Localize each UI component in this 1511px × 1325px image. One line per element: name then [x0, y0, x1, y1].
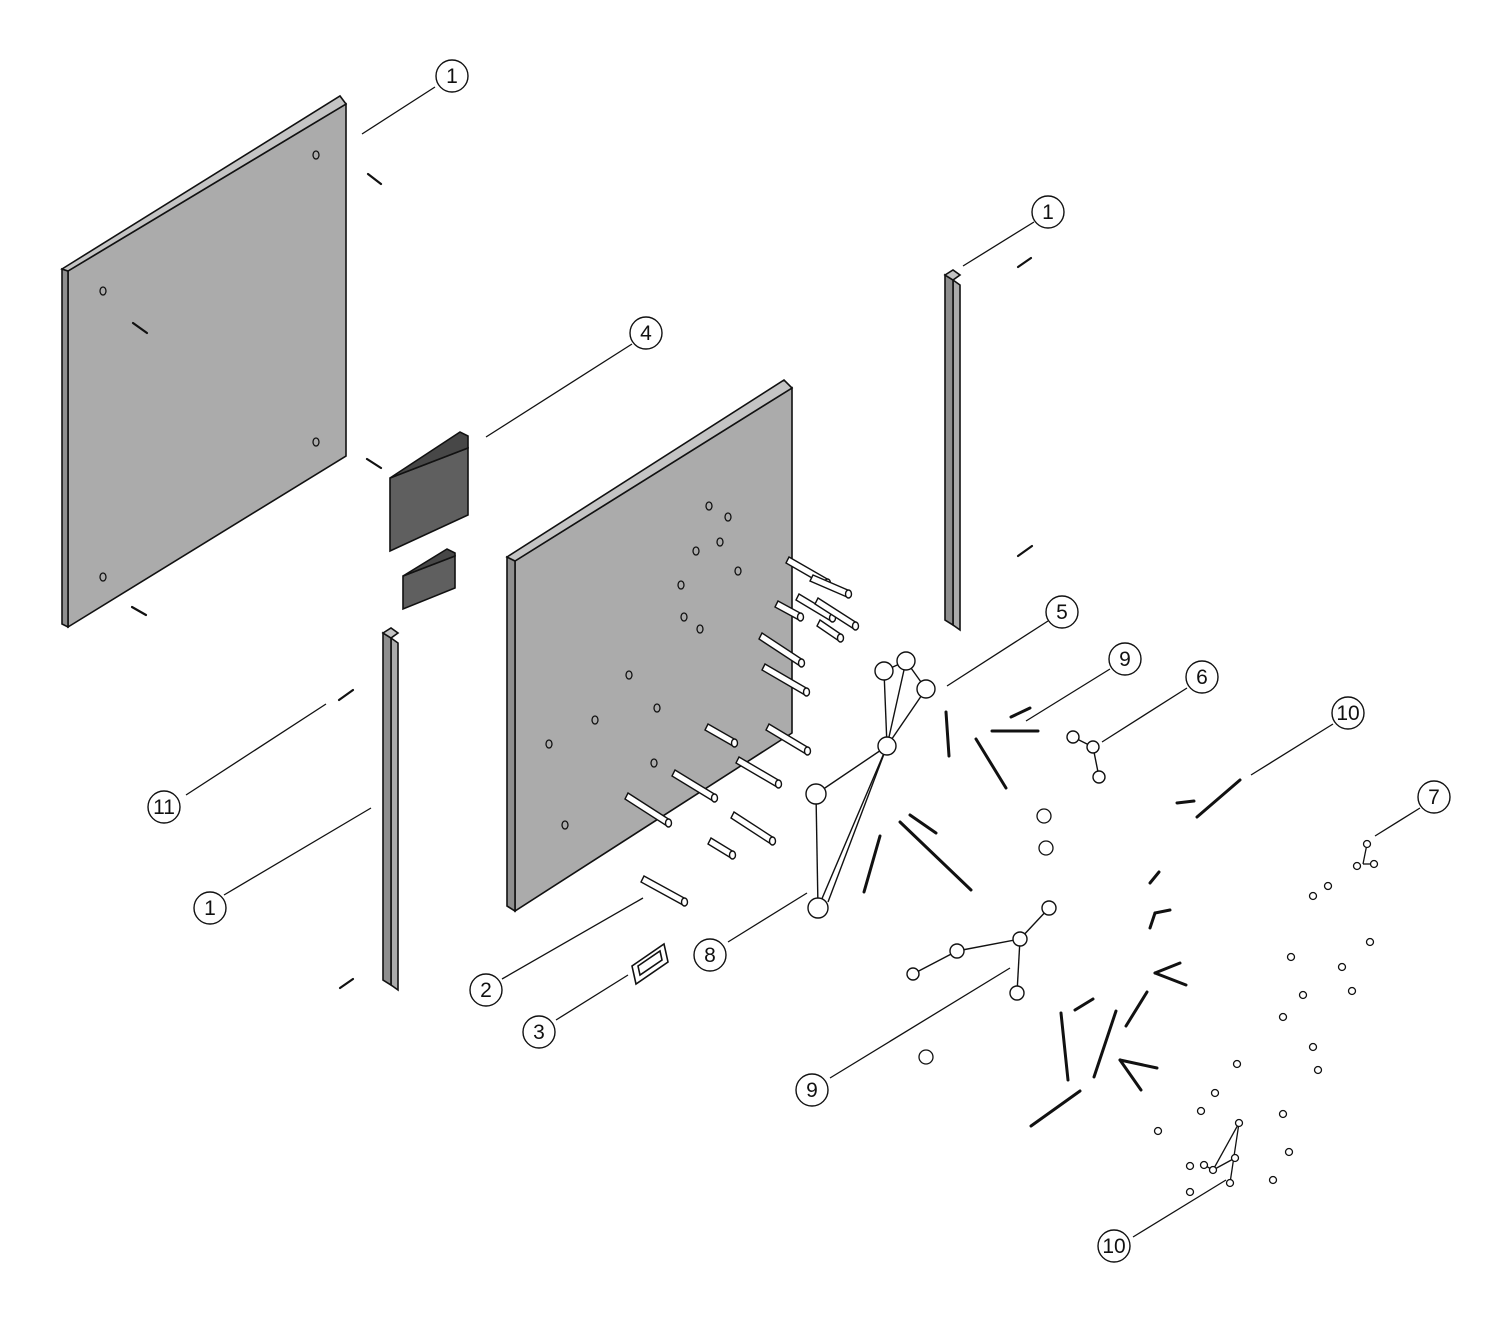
callout-label: 1: [1042, 201, 1054, 224]
callout-label: 2: [480, 979, 492, 1002]
callout-label: 1: [204, 897, 216, 920]
dowel: [761, 663, 811, 697]
callout-circle: [469, 973, 503, 1007]
callout-circle: [629, 316, 663, 350]
dowel: [704, 723, 739, 748]
callout-label: 8: [704, 944, 716, 967]
callout-c8: 8: [693, 938, 727, 972]
callout-circle: [795, 1073, 829, 1107]
loose-rods: [862, 706, 1242, 1128]
callout-label: 10: [1102, 1235, 1125, 1258]
callout-c5: 5: [1045, 595, 1079, 629]
callout-label: 11: [153, 796, 175, 819]
callout-label: 6: [1196, 666, 1208, 689]
callout-c1b: 1: [1031, 195, 1065, 229]
dowel: [624, 791, 673, 828]
dowel: [765, 723, 812, 756]
small-frame: [631, 942, 669, 986]
callout-c2: 2: [469, 973, 503, 1007]
callout-c3: 3: [522, 1015, 556, 1049]
back-panel-holes: [99, 150, 320, 582]
ball-stick-structure-6: [1066, 730, 1106, 784]
callout-c10a: 10: [1331, 696, 1365, 730]
peg-panel: [505, 378, 794, 913]
dark-block-large: [389, 431, 469, 553]
ball-stick-structure-7: [1352, 839, 1379, 871]
ball-stick-structure-8: [805, 651, 936, 919]
callout-label: 10: [1336, 702, 1359, 725]
callout-circle: [522, 1015, 556, 1049]
callout-c9a: 9: [1108, 642, 1142, 676]
dark-block-small: [402, 548, 456, 611]
dowel: [774, 600, 805, 622]
dowel: [758, 631, 806, 668]
callout-circle: [193, 891, 227, 925]
back-panel: [60, 94, 348, 629]
callout-c7: 7: [1417, 780, 1451, 814]
loose-balls: [918, 808, 1375, 1197]
callout-c6: 6: [1185, 660, 1219, 694]
peg-panel-holes: [545, 501, 742, 830]
callout-c4: 4: [629, 316, 663, 350]
callout-label: 5: [1056, 601, 1068, 624]
callout-label: 9: [1119, 648, 1131, 671]
dowel-loose: [640, 875, 689, 907]
callout-circle: [1417, 780, 1451, 814]
dowel: [816, 618, 845, 643]
callout-circle: [1185, 660, 1219, 694]
dowel: [809, 574, 853, 599]
callout-circle: [693, 938, 727, 972]
callout-label: 9: [806, 1079, 818, 1102]
dowel: [671, 769, 719, 803]
callout-circle: [1097, 1229, 1131, 1263]
ball-stick-structure-9: [906, 900, 1057, 1001]
dowel: [730, 810, 777, 846]
callout-c11: 11: [147, 790, 181, 824]
dowel: [707, 837, 737, 860]
callout-c1a: 1: [435, 59, 469, 93]
callout-label: 3: [533, 1021, 545, 1044]
dowel: [735, 756, 783, 789]
callout-label: 1: [446, 65, 458, 88]
vertical-stick-left: [381, 627, 400, 992]
callout-circle: [147, 790, 181, 824]
callout-circle: [1031, 195, 1065, 229]
leader-lines: [185, 86, 1421, 1238]
callout-label: 7: [1428, 786, 1440, 809]
callout-c9b: 9: [795, 1073, 829, 1107]
callout-circle: [1331, 696, 1365, 730]
screws: [130, 172, 1034, 990]
callout-label: 4: [640, 322, 652, 345]
callout-c1c: 1: [193, 891, 227, 925]
dowel: [814, 596, 860, 631]
callout-circle: [1108, 642, 1142, 676]
dowel-pegs: [624, 556, 860, 907]
vertical-stick-right: [943, 269, 962, 632]
callout-circle: [1045, 595, 1079, 629]
ball-stick-structure-10: [1199, 1118, 1244, 1188]
callout-circle: [435, 59, 469, 93]
callout-c10b: 10: [1097, 1229, 1131, 1263]
